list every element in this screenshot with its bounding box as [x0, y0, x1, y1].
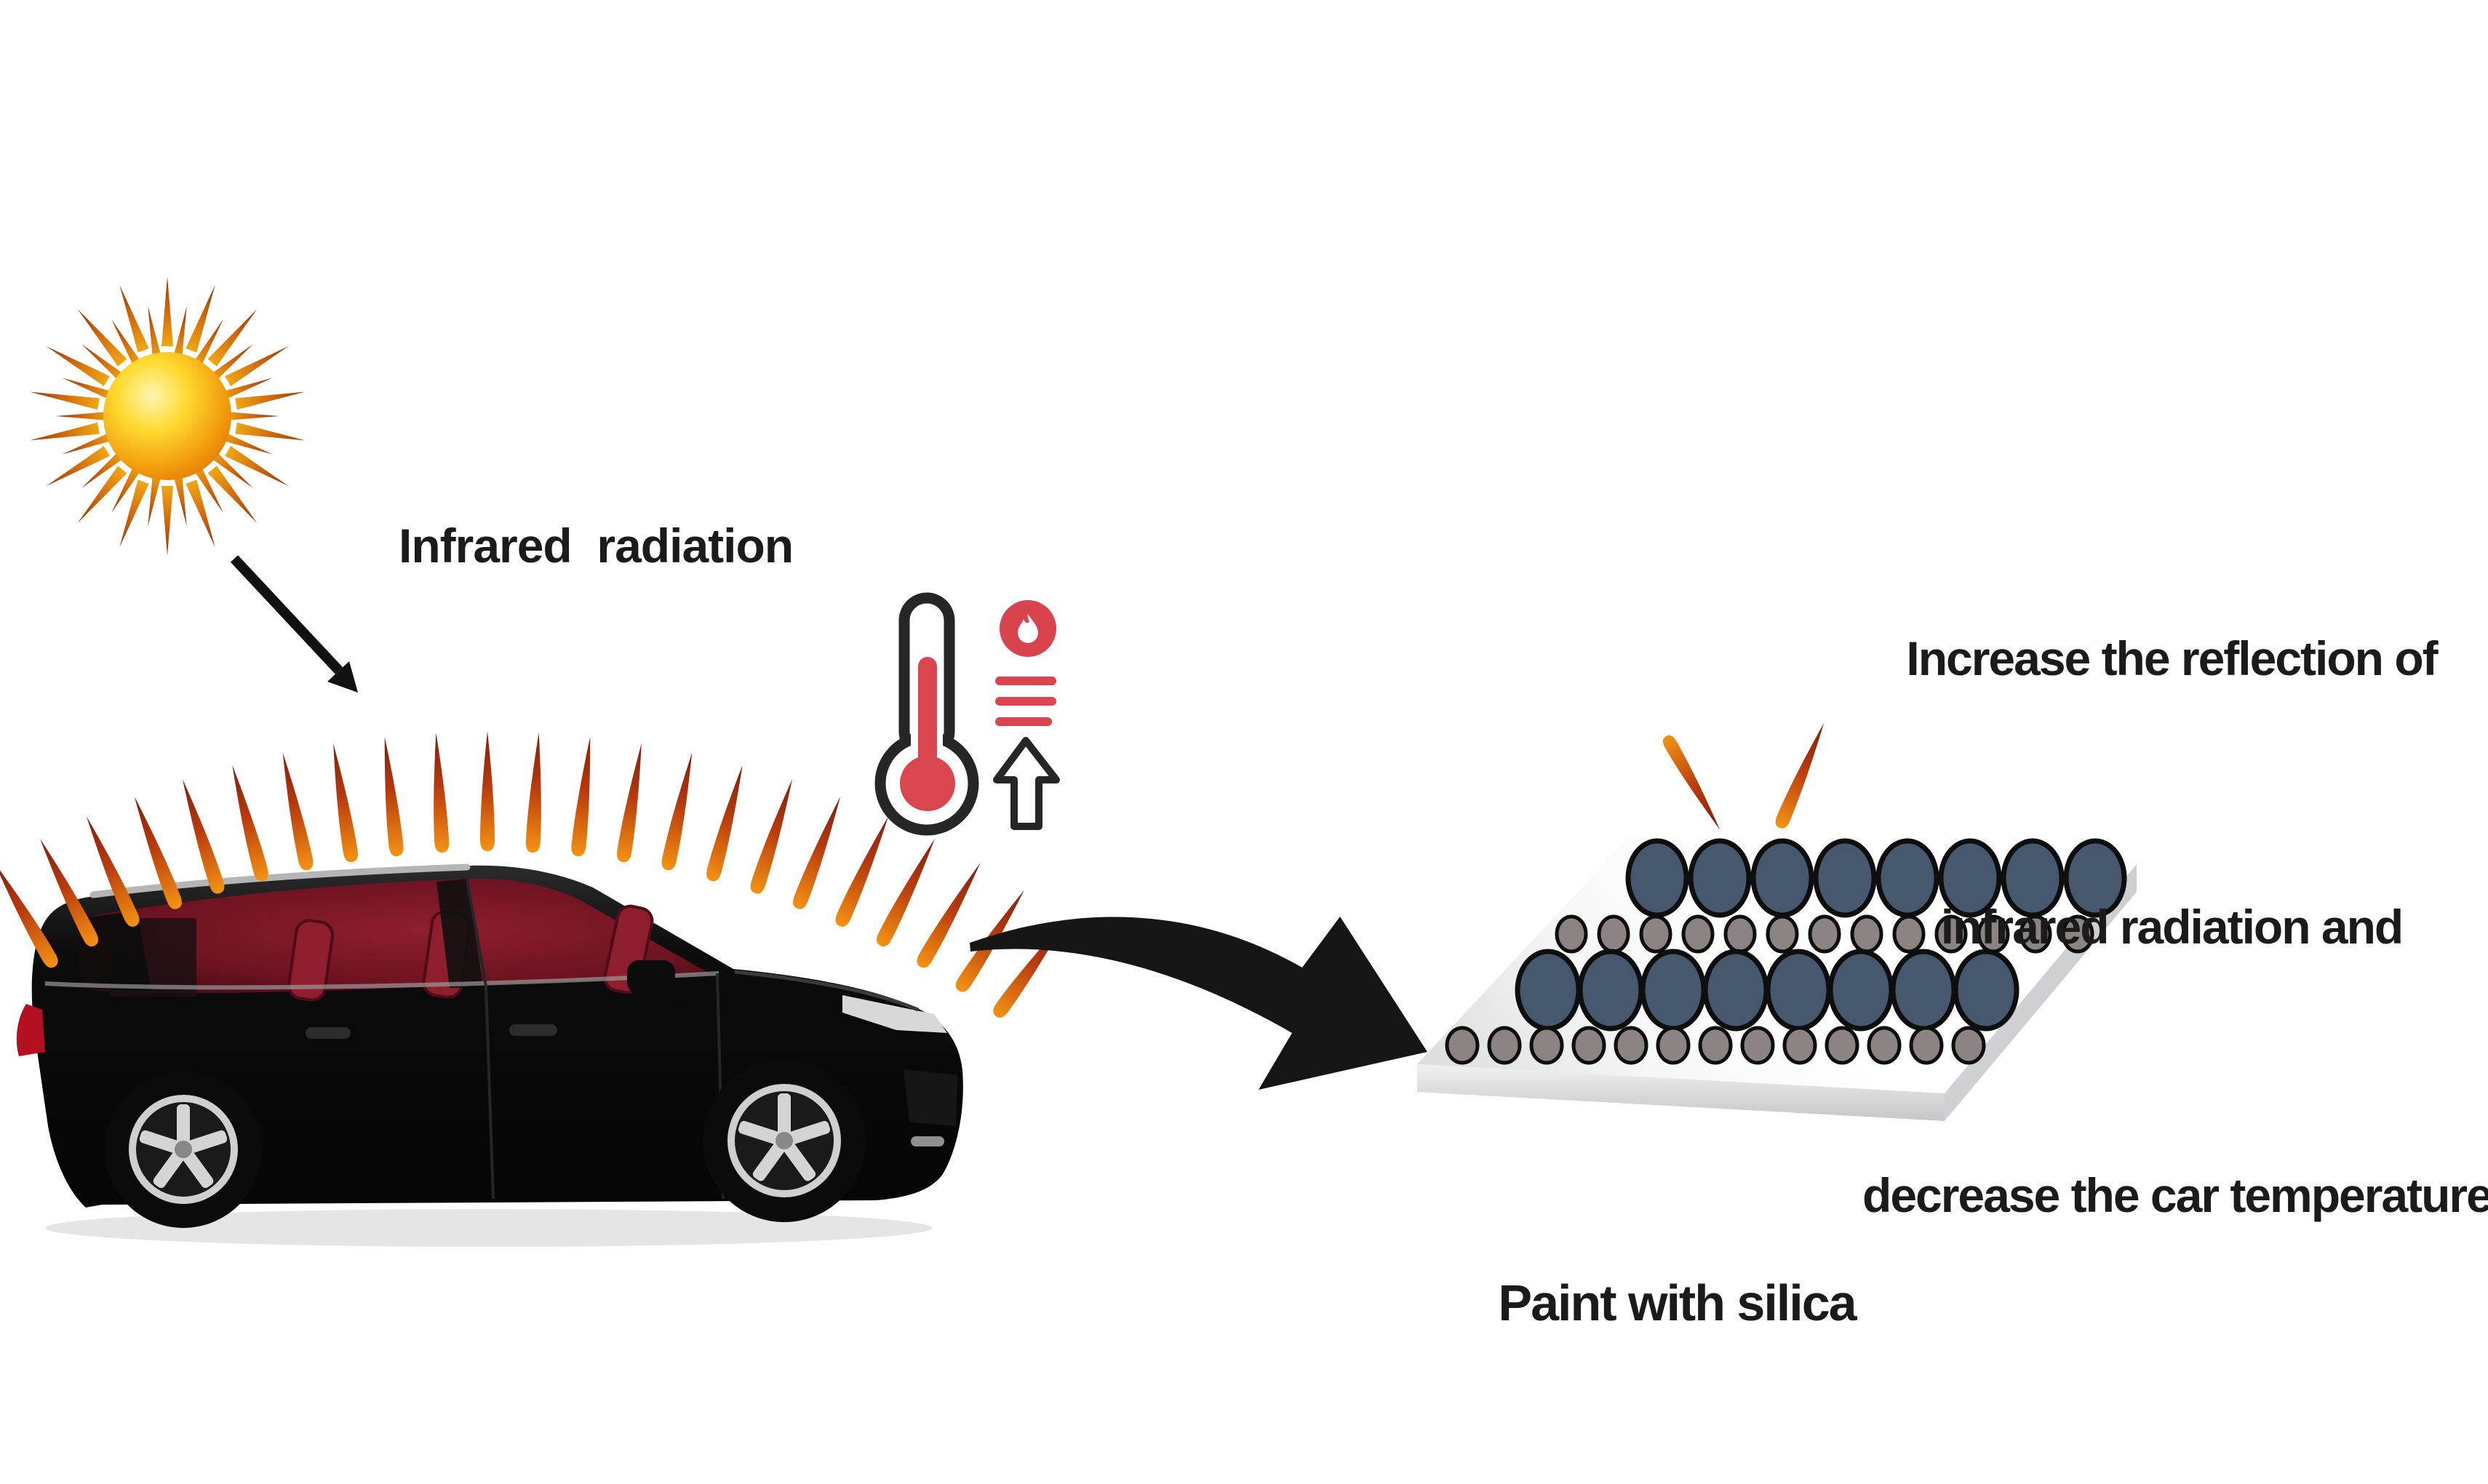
slab-front [1417, 1064, 1945, 1121]
infrared-radiation-label: Infrared radiation [399, 519, 794, 573]
flame-icon [1000, 600, 1056, 657]
particle [1867, 1026, 1902, 1065]
car-door-handle [509, 1024, 557, 1036]
particle [1934, 914, 1968, 954]
car-b-pillar [436, 879, 483, 988]
car-wheel-front [703, 1059, 866, 1222]
particle [1892, 914, 1926, 954]
paint-label-line1: Paint with silica [1498, 1274, 1857, 1331]
particle [1625, 838, 1689, 918]
particle [1639, 914, 1672, 954]
paint-label-line2: nano/microparticles [1444, 1474, 1910, 1484]
particle [1750, 838, 1814, 918]
curved-arrow-icon [970, 917, 1427, 1090]
car-grille [904, 1069, 957, 1126]
particle [1597, 914, 1630, 954]
car-mirror [627, 960, 697, 1004]
car-beltline [44, 971, 719, 990]
car-fog-light [911, 1136, 944, 1146]
car-taillight [16, 1004, 45, 1056]
particle [1656, 1026, 1691, 1065]
benefit-label-line1: Increase the reflection of [1906, 631, 2438, 685]
thermometer-bulb [900, 756, 955, 811]
arrow-down-right-icon [230, 555, 358, 693]
particle [2063, 838, 2127, 918]
particle [1951, 1026, 1986, 1065]
particle [1487, 1026, 1522, 1065]
car-roof-rail [89, 863, 471, 898]
particle [1808, 914, 1841, 954]
car-illustration [16, 863, 963, 1247]
reflected-ray-icon [1773, 719, 1830, 831]
thermometer-icon [874, 592, 979, 836]
particle [1766, 914, 1799, 954]
particle [1529, 1026, 1564, 1065]
particle [1640, 949, 1707, 1032]
benefit-label-line3: decrease the car temperature [1862, 1168, 2488, 1222]
particle [1909, 1026, 1944, 1065]
particle [1740, 1026, 1775, 1065]
particle [1953, 949, 2019, 1032]
particle [1445, 1026, 1480, 1065]
incident-ray-icon [1660, 733, 1726, 834]
particle [1688, 838, 1752, 918]
car-hood-line [734, 970, 919, 1012]
paint-surface [1417, 719, 2137, 1121]
car-door-handle [306, 1027, 351, 1039]
particle [2019, 914, 2052, 954]
car-door-seam [466, 879, 495, 1200]
benefit-label-line2: infrared radiation and [1940, 900, 2404, 954]
sun-icon [28, 276, 306, 556]
particle [2061, 914, 2094, 954]
car-rear-pillar [76, 911, 151, 991]
car-wheel-rear [105, 1071, 262, 1228]
sun-disk [103, 352, 231, 480]
car-windows-interior [76, 878, 710, 994]
thermometer-mercury [918, 657, 937, 773]
particle [1614, 1026, 1648, 1065]
particle [1698, 1026, 1733, 1065]
particle [1938, 838, 2002, 918]
particle [1723, 914, 1757, 954]
particle [1577, 949, 1644, 1032]
silica-particles [1445, 838, 2127, 1065]
particle [1702, 949, 1769, 1032]
particle [1825, 1026, 1859, 1065]
arrow-up-icon [993, 737, 1060, 830]
particle [1813, 838, 1877, 918]
particle [1681, 914, 1715, 954]
particle [1782, 1026, 1817, 1065]
particle [1571, 1026, 1606, 1065]
particle [1515, 949, 1582, 1032]
particle [1765, 949, 1832, 1032]
car-shadow [45, 1209, 933, 1247]
particle [1555, 914, 1588, 954]
car-headlight [842, 995, 947, 1033]
heat-lines-icon [995, 677, 1056, 726]
paint-label: Paint with silica nano/microparticles [1444, 1132, 1910, 1484]
benefit-label: Increase the reflection of infrared radi… [1862, 435, 2488, 1419]
